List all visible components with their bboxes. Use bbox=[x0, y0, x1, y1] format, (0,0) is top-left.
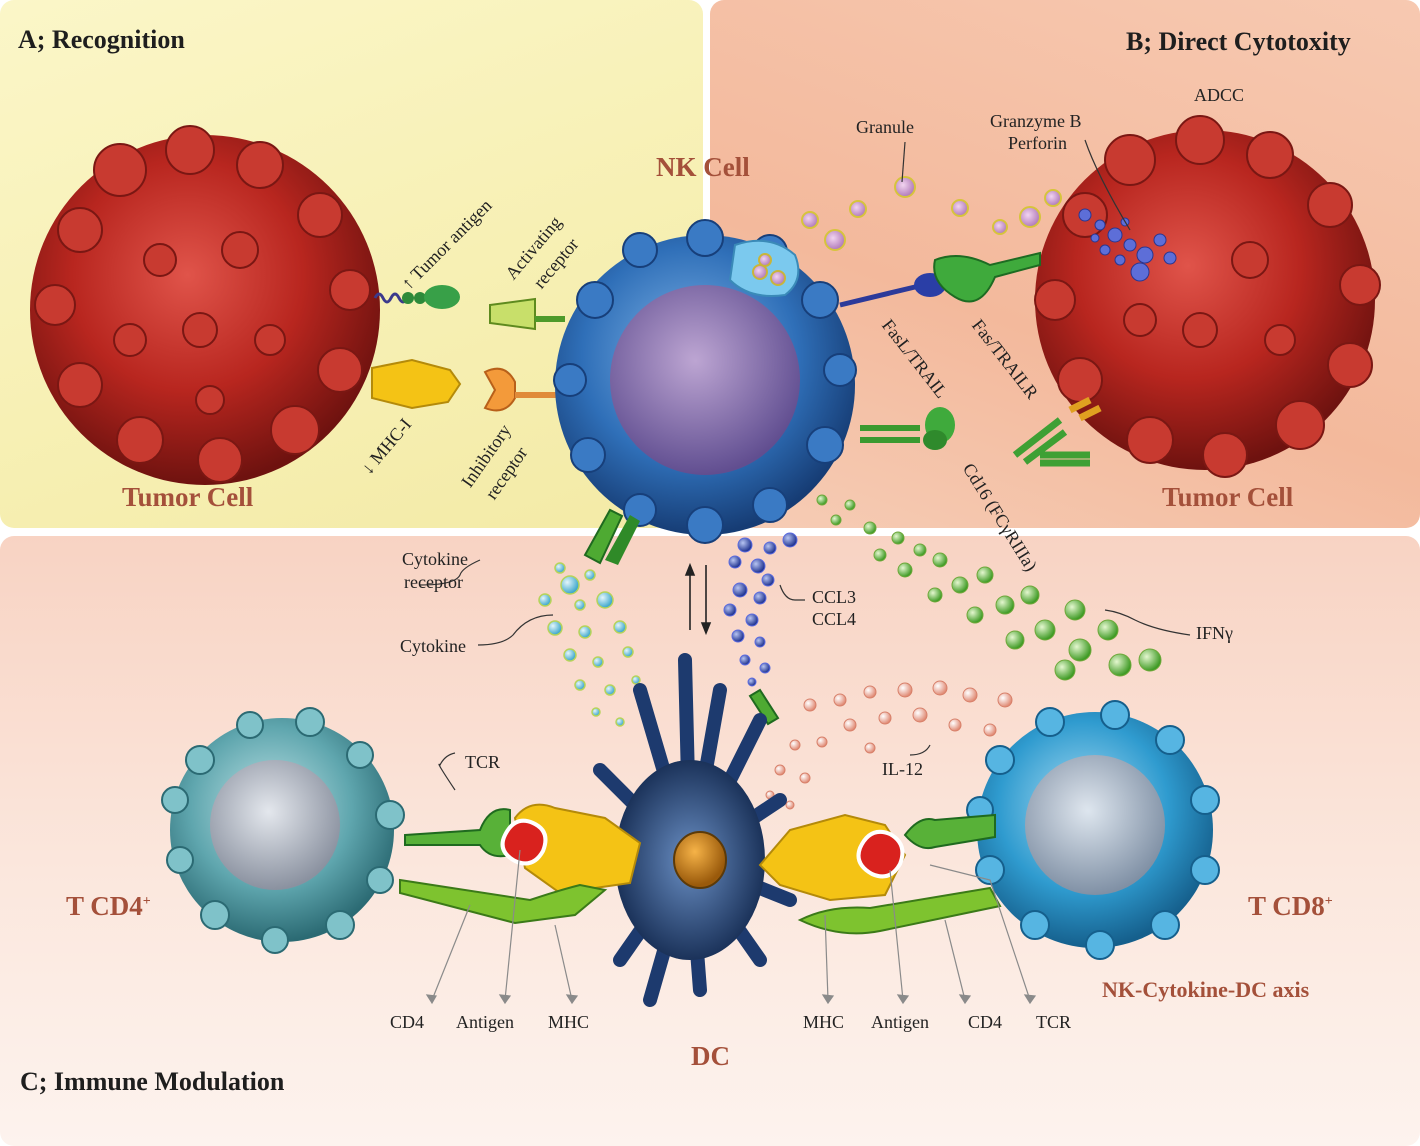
cytokine-receptor-label-2: receptor bbox=[404, 572, 463, 592]
t-cd8-cell bbox=[966, 700, 1220, 960]
cytokine-receptor-glyph bbox=[583, 508, 640, 565]
ifng-label: IFNγ bbox=[1196, 623, 1233, 643]
tumor-antigen-glyph bbox=[373, 285, 460, 309]
tumor-cell-left bbox=[30, 125, 380, 485]
panel-c-title: C; Immune Modulation bbox=[20, 1067, 285, 1096]
inhibitory-receptor-glyph bbox=[483, 367, 563, 412]
dendritic-cell bbox=[593, 653, 797, 1007]
synapse-left bbox=[399, 803, 642, 925]
perforin-label: Perforin bbox=[1008, 133, 1067, 153]
mhc-i-glyph bbox=[371, 358, 462, 410]
ccl-receptor-glyph bbox=[748, 688, 780, 726]
ccl-bubbles bbox=[723, 532, 798, 687]
granule-label: Granule bbox=[856, 117, 914, 137]
cytokine-receptor-label-1: Cytokine bbox=[402, 549, 468, 569]
granzyme-label: Granzyme B bbox=[990, 111, 1082, 131]
panel-b-title: B; Direct Cytotoxity bbox=[1126, 27, 1351, 56]
cd16-glyph bbox=[860, 396, 1102, 467]
tumor-cell-right bbox=[1034, 115, 1381, 478]
t-cd4-title: T CD4+ bbox=[66, 891, 151, 921]
nk-dc-double-arrow bbox=[684, 562, 712, 636]
tumor-cell-right-title: Tumor Cell bbox=[1162, 482, 1294, 512]
cd4-right-label: CD4 bbox=[968, 1012, 1003, 1032]
cytokine-label: Cytokine bbox=[400, 636, 466, 656]
adcc-label: ADCC bbox=[1194, 85, 1245, 105]
fasl-fas-glyph bbox=[839, 251, 1041, 308]
tcr-left-label: TCR bbox=[465, 752, 501, 772]
gray-arrows bbox=[425, 849, 1037, 1005]
cd4-left-label: CD4 bbox=[390, 1012, 425, 1032]
nk-cell-title: NK Cell bbox=[656, 152, 750, 182]
nk-cytokine-dc-axis-title: NK-Cytokine-DC axis bbox=[1102, 977, 1310, 1002]
cytokine-bubbles bbox=[538, 562, 650, 727]
leader-lines bbox=[419, 139, 1191, 791]
t-cd4-cell bbox=[161, 707, 405, 954]
t-cd8-title: T CD8+ bbox=[1248, 891, 1333, 921]
ifng-bubbles bbox=[816, 494, 1162, 681]
dc-title: DC bbox=[691, 1041, 730, 1071]
il12-label: IL-12 bbox=[882, 759, 923, 779]
antigen-left-label: Antigen bbox=[456, 1012, 514, 1032]
antigen-right-label: Antigen bbox=[871, 1012, 929, 1032]
granules bbox=[801, 176, 1062, 251]
nk-cell bbox=[553, 219, 857, 544]
synapse-right bbox=[758, 813, 1002, 935]
mhc-right-label: MHC bbox=[803, 1012, 845, 1032]
tcr-right-label: TCR bbox=[1036, 1012, 1072, 1032]
activating-receptor-glyph bbox=[489, 297, 565, 331]
il12-bubbles bbox=[750, 680, 1013, 823]
tumor-cell-left-title: Tumor Cell bbox=[122, 482, 254, 512]
ccl4-label: CCL4 bbox=[812, 609, 857, 629]
mhc-left-label: MHC bbox=[548, 1012, 590, 1032]
ccl3-label: CCL3 bbox=[812, 587, 857, 607]
panel-a-title: A; Recognition bbox=[18, 25, 185, 54]
